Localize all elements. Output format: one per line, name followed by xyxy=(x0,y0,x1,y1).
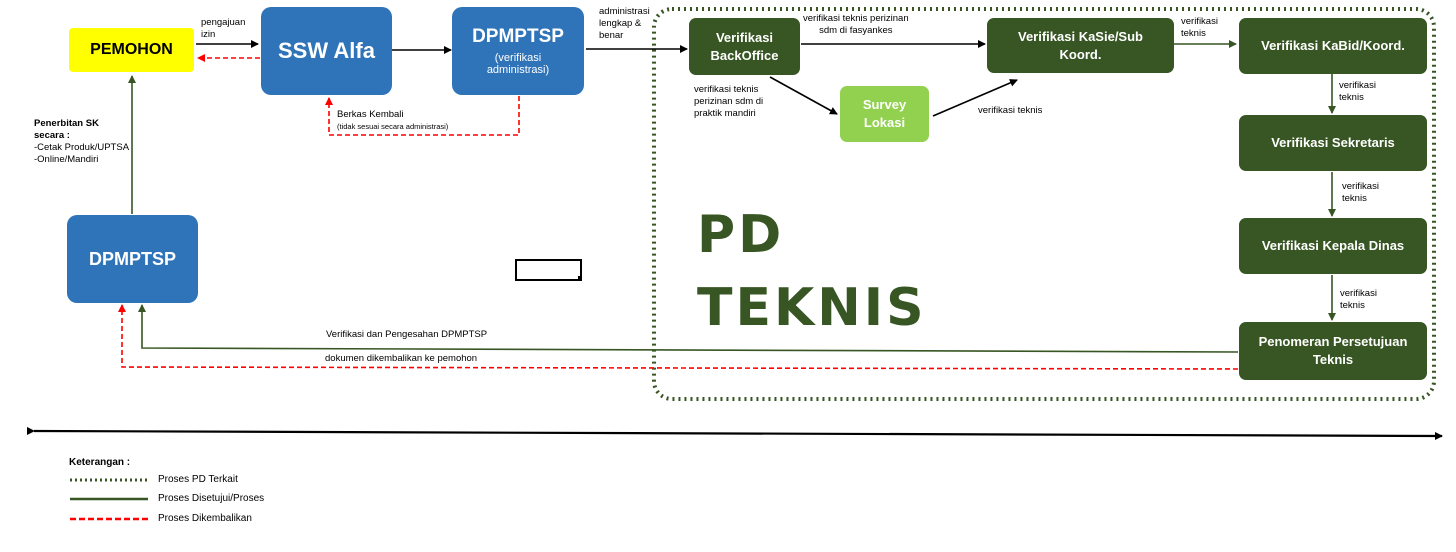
label-dikembalikan: dokumen dikembalikan ke pemohon xyxy=(325,353,478,364)
empty-box xyxy=(515,259,582,281)
node-dpmptsp-verifikasi: DPMPTSP (verifikasi administrasi) xyxy=(452,7,584,95)
label-vt-mandiri: verifikasi teknis perizinan sdm di prakt… xyxy=(694,84,764,119)
node-dpmptsp: DPMPTSP xyxy=(67,215,198,303)
node-verifikasi-sekretaris: Verifikasi Sekretaris xyxy=(1239,115,1427,171)
label-pengajuan-izin: pengajuan izin xyxy=(201,17,246,40)
arrow-berkas-kembali xyxy=(325,96,520,136)
legend-item-disetujui: Proses Disetujui/Proses xyxy=(158,493,265,504)
label-vt-kadis: verifikasi teknis xyxy=(1340,288,1377,311)
label-penerbitan-sk: Penerbitan SK secara : -Cetak Produk/UPT… xyxy=(34,118,130,165)
label-vt-kabid: verifikasi teknis xyxy=(1339,80,1376,103)
label-pengesahan: Verifikasi dan Pengesahan DPMPTSP xyxy=(326,329,488,340)
timeline-arrow xyxy=(26,426,1443,440)
legend-item-pd: Proses PD Terkait xyxy=(158,474,238,485)
label-vt-fasyankes: verifikasi teknis perizinan sdm di fasya… xyxy=(803,13,909,36)
legend-title: Keterangan : xyxy=(69,457,131,468)
label-vt-kasie: verifikasi teknis xyxy=(1181,16,1218,39)
arrow-dikembalikan xyxy=(118,304,1239,370)
label-vt-sekretaris: verifikasi teknis xyxy=(1342,181,1379,204)
node-survey-lokasi: Survey Lokasi xyxy=(840,86,929,142)
arrow-survey-kasie xyxy=(932,79,1018,117)
node-penomeran-persetujuan-teknis: Penomeran Persetujuan Teknis xyxy=(1239,322,1427,380)
pd-teknis-region xyxy=(652,7,1436,401)
node-verifikasi-backoffice: Verifikasi BackOffice xyxy=(689,18,800,75)
pd-teknis-heading-line2: TEKNIS xyxy=(697,278,927,338)
node-verifikasi-kasie: Verifikasi KaSie/Sub Koord. xyxy=(987,18,1174,73)
arrow-pengesahan xyxy=(138,304,1239,353)
node-ssw-alfa: SSW Alfa xyxy=(261,7,392,95)
label-vt-survey: verifikasi teknis xyxy=(978,105,1043,116)
node-verifikasi-kabid: Verifikasi KaBid/Koord. xyxy=(1239,18,1427,74)
label-administrasi-lengkap: administrasi lengkap & benar xyxy=(599,6,650,41)
legend-item-dikembalikan: Proses Dikembalikan xyxy=(158,513,252,524)
pd-teknis-heading-line1: PD xyxy=(697,205,785,265)
node-verifikasi-kepala-dinas: Verifikasi Kepala Dinas xyxy=(1239,218,1427,274)
node-pemohon: PEMOHON xyxy=(69,28,194,72)
label-berkas-kembali: Berkas Kembali (tidak sesuai secara admi… xyxy=(337,109,449,131)
arrow-to-survey xyxy=(769,76,838,115)
